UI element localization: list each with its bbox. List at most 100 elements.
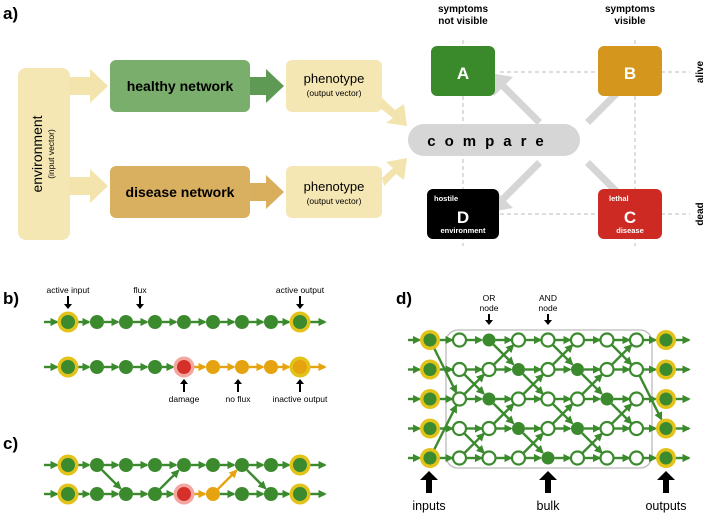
inactive-node	[206, 487, 220, 501]
input-node	[61, 458, 75, 472]
output-node	[293, 458, 307, 472]
inactive-output-node	[293, 360, 307, 374]
panel-b-label: b)	[3, 289, 19, 308]
healthy-network-box	[110, 60, 250, 112]
or-node	[510, 332, 527, 348]
output-node	[293, 315, 307, 329]
or-node	[540, 391, 556, 407]
and-node-label-line2: node	[539, 303, 558, 313]
network-node	[264, 487, 278, 501]
row-dead-label: dead	[695, 202, 706, 225]
network-node	[90, 487, 104, 501]
output-node	[659, 333, 673, 347]
flux-edge	[433, 347, 458, 394]
and-node	[482, 333, 496, 347]
bulk-label: bulk	[537, 499, 561, 513]
panel-d-label: d)	[396, 289, 412, 308]
col-visible-line1: symptoms	[605, 4, 655, 15]
quadrant-c-top: lethal	[609, 194, 629, 203]
input-node	[61, 487, 75, 501]
network-node	[119, 458, 133, 472]
healthy-to-phenotype-arrow	[250, 69, 284, 103]
network-node	[235, 458, 249, 472]
network-node	[90, 360, 104, 374]
flux-edge	[101, 469, 122, 490]
flux-edge	[581, 373, 603, 396]
and-node-label-line1: AND	[539, 293, 557, 303]
and-node	[571, 363, 584, 376]
flux-edge	[551, 403, 574, 425]
or-node	[451, 420, 468, 437]
or-node	[628, 420, 645, 437]
or-node	[628, 450, 645, 466]
input-node	[423, 451, 437, 465]
phenotype-disease-subtitle: (output vector)	[307, 196, 362, 206]
outputs-label: outputs	[645, 499, 686, 513]
quadrant-d-top: hostile	[434, 194, 458, 203]
or-node	[628, 391, 645, 407]
and-node	[571, 422, 584, 435]
flux-edge	[217, 469, 238, 490]
or-node	[451, 361, 468, 378]
network-node	[90, 458, 104, 472]
flux-edge	[551, 344, 574, 366]
inactive-node	[235, 360, 249, 374]
network-node	[148, 487, 162, 501]
col-not-visible-line1: symptoms	[438, 4, 488, 15]
output-node	[659, 363, 673, 376]
inactive-output-label: inactive output	[273, 394, 328, 404]
panel-c-network	[44, 454, 327, 505]
network-node	[264, 458, 278, 472]
damage-label: damage	[169, 394, 200, 404]
flux-label: flux	[133, 285, 147, 295]
or-node	[510, 450, 527, 466]
quadrant-d-bottom: environment	[440, 226, 486, 235]
disease-network-label: disease network	[126, 184, 235, 200]
quadrant-c-bottom: disease	[616, 226, 644, 235]
quadrant-c-box	[598, 189, 662, 239]
phenotype-healthy-title: phenotype	[304, 71, 365, 86]
panel-c-label: c)	[3, 434, 18, 453]
inputs-label: inputs	[412, 499, 445, 513]
or-node	[599, 332, 615, 348]
network-node	[119, 360, 133, 374]
phenotype-healthy-box	[286, 60, 382, 112]
active-input-label: active input	[47, 285, 91, 295]
network-node	[177, 315, 191, 329]
environment-title: environment	[29, 115, 45, 192]
panel-d-network	[408, 330, 691, 468]
network-node	[148, 315, 162, 329]
and-node	[482, 392, 496, 406]
or-node	[599, 361, 615, 378]
col-visible-line2: visible	[614, 16, 646, 27]
flux-edge	[610, 344, 633, 366]
row-alive-label: alive	[695, 60, 706, 83]
or-node	[540, 420, 556, 437]
compare-pill	[408, 124, 580, 156]
or-node	[451, 332, 468, 348]
and-node	[512, 422, 525, 435]
and-node	[541, 451, 555, 465]
quadrant-a-box	[431, 46, 495, 96]
or-node	[540, 361, 556, 378]
phenotype-healthy-subtitle: (output vector)	[307, 88, 362, 98]
or-node	[628, 332, 645, 348]
quadrant-d-box	[427, 189, 499, 239]
output-node	[659, 422, 673, 435]
phenotype-to-compare-arrow-top	[380, 98, 407, 126]
or-node-label-line2: node	[480, 303, 499, 313]
or-node	[599, 450, 615, 466]
output-node	[659, 451, 673, 465]
flux-edge	[522, 432, 544, 455]
input-node	[423, 333, 437, 347]
input-node	[423, 363, 437, 376]
or-node	[481, 450, 497, 466]
panel-b-network	[44, 311, 327, 378]
or-node	[569, 450, 586, 466]
inactive-node	[264, 360, 278, 374]
network-node	[148, 458, 162, 472]
or-node	[569, 391, 586, 407]
network-node	[206, 315, 220, 329]
panel-d-pointer-arrows	[485, 314, 552, 325]
